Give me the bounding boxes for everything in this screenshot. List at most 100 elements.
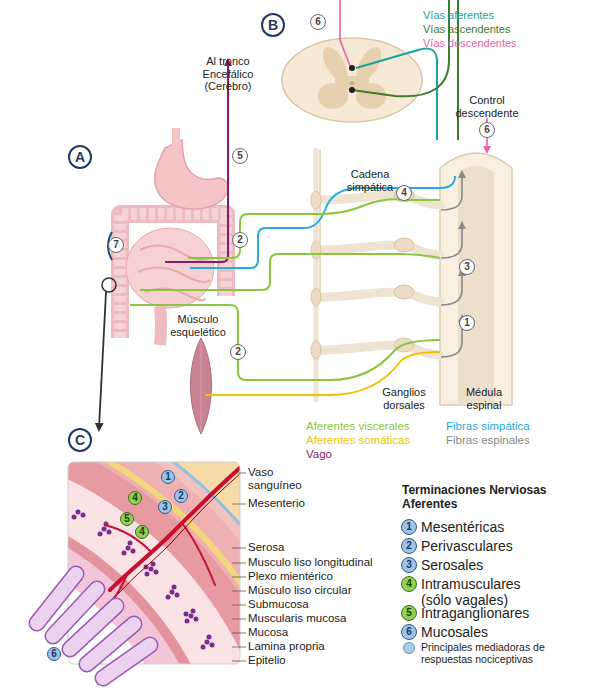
ending-number: 6: [401, 624, 417, 640]
text-label: Epitelio: [248, 654, 398, 667]
leader-lines: [232, 504, 246, 505]
legend-item: Vías aferentes: [423, 9, 543, 22]
text-label: Plexo mientérico: [248, 570, 398, 583]
text-label: Ganglios dorsales: [376, 386, 432, 411]
leader-lines: [236, 473, 246, 474]
magnifier-pointer: [99, 292, 106, 428]
spinal-cross-section: [350, 81, 354, 85]
tissue-section: [68, 462, 240, 664]
legend-text: Intraganglionares: [421, 605, 529, 621]
legend-text: Fibras espinales: [446, 434, 530, 446]
legend-text: Mesentéricas: [421, 519, 504, 535]
tissue-section: [68, 500, 220, 664]
node-text: 5: [124, 514, 130, 524]
ending-number: 5: [120, 512, 134, 526]
node-text: 1: [464, 318, 470, 328]
leader-lines: [232, 661, 246, 662]
legend-item: Perivasculares: [421, 538, 581, 554]
ending-number: 4: [401, 576, 417, 592]
submucosal-cells: [149, 567, 154, 572]
spinal-cord: [440, 153, 512, 405]
text-label: Al tronco Encefálico (Cerebro): [195, 55, 261, 93]
panel-letter: C: [68, 428, 92, 452]
submucosal-cells: [189, 614, 194, 619]
text-label: Submucosa: [248, 598, 398, 611]
node-text: 6: [484, 125, 490, 135]
tissue-section: [68, 462, 240, 664]
submucosal-cells: [172, 585, 177, 590]
legend-color-sample: Fibras simpática: [446, 420, 530, 432]
legend-color-sample: Vías descendentes: [423, 37, 517, 49]
text-label: Lamina propria: [248, 640, 398, 653]
node-text: 7: [113, 240, 119, 250]
skeletal-muscle: [191, 338, 212, 434]
pathway-lines-b: [349, 87, 355, 93]
sympathetic-ganglion: [311, 288, 321, 306]
text-label: Control descendente: [451, 94, 523, 119]
node-text: 2: [237, 235, 243, 245]
legend-item: Vago: [306, 448, 436, 461]
legend-text: Perivasculares: [421, 538, 513, 554]
pathway-lines-b: [457, 0, 459, 140]
legend-item: Intramusculares (sólo vagales): [421, 576, 546, 608]
submucosal-cells: [76, 510, 81, 515]
skeletal-muscle: [201, 340, 202, 432]
sympathetic-ganglion: [311, 191, 321, 359]
nerve-roots: [314, 150, 319, 400]
leader-lines: [232, 563, 246, 564]
submucosal-cells: [184, 612, 189, 617]
spinal-cord: [458, 166, 494, 405]
legend-text: Fibras simpática: [446, 420, 530, 432]
ending-number: 1: [161, 470, 175, 484]
blood-vessel: [100, 466, 240, 612]
submucosal-cells: [131, 549, 136, 554]
tissue-section: [68, 490, 230, 664]
callout-number: 2: [230, 344, 246, 360]
text-label: Músculo esquelético: [162, 313, 234, 338]
ending-number: 2: [401, 538, 417, 554]
blood-vessel: [118, 474, 240, 594]
legend-text: Vías aferentes: [423, 9, 494, 21]
magnifier-pointer: [102, 278, 116, 292]
spinal-cross-section: [282, 38, 422, 122]
legend-color-sample: Vías ascendentes: [423, 23, 510, 35]
panel-letter: B: [261, 13, 285, 37]
submucosal-cells: [154, 570, 159, 575]
legend-text: Serosales: [421, 557, 483, 573]
ending-number: 2: [174, 489, 188, 503]
node-text: 6: [315, 17, 321, 27]
gut-illustration: [155, 128, 228, 209]
submucosal-cells: [205, 640, 210, 645]
fibre-lines: [130, 62, 455, 395]
submucosal-cells: [128, 541, 133, 546]
text-label: Mesenterio: [248, 497, 398, 510]
gut-illustration: [108, 128, 228, 345]
sympathetic-ganglion: [311, 241, 321, 259]
legend-item: Aferentes somáticas: [306, 434, 436, 447]
tissue-section: [68, 462, 240, 664]
node-text: B: [268, 18, 278, 32]
submucosal-cells: [201, 645, 206, 650]
leader-lines: [232, 633, 246, 634]
blood-vessel: [110, 466, 240, 590]
submucosal-cells: [210, 643, 215, 648]
legend-item: Fibras simpática: [446, 420, 576, 433]
villi: [37, 574, 150, 678]
legend-color-sample: Vías aferentes: [423, 9, 494, 21]
panel-letter: A: [68, 145, 92, 169]
node-text: C: [75, 433, 85, 447]
sympathetic-ganglion: [311, 341, 321, 359]
villi: [37, 574, 150, 678]
nerve-roots: [318, 292, 440, 302]
legend-text: Aferentes viscerales: [306, 420, 410, 432]
tissue-section: [68, 530, 190, 664]
pathway-lines-b: [340, 0, 350, 66]
tissue-section: [68, 462, 240, 664]
legend-color-sample: Aferentes viscerales: [306, 420, 410, 432]
text-label: Cadena simpática: [340, 168, 400, 193]
gut-illustration: [160, 306, 161, 345]
node-text: 3: [162, 502, 168, 512]
text-label: Musculo liso longitudinal: [248, 556, 398, 569]
ending-number: 6: [47, 647, 61, 661]
